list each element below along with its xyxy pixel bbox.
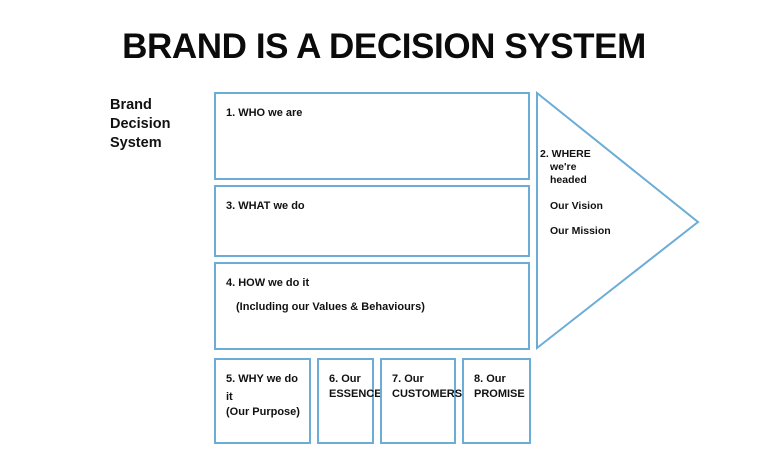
where-line-3: headed bbox=[550, 174, 587, 186]
brand-decision-system-label: Brand Decision System bbox=[110, 96, 210, 153]
box-who-label: 1. WHO we are bbox=[226, 107, 303, 119]
box-our-promise[interactable]: 8. Our PROMISE bbox=[462, 358, 531, 444]
box-what-we-do[interactable]: 3. WHAT we do bbox=[214, 185, 530, 257]
box-promise-label: 8. Our bbox=[474, 373, 506, 385]
box-promise-sublabel: PROMISE bbox=[474, 388, 525, 400]
our-vision-label: Our Vision bbox=[550, 200, 603, 212]
box-why-label: 5. WHY we do it bbox=[226, 373, 298, 403]
page-title: BRAND IS A DECISION SYSTEM bbox=[122, 27, 646, 66]
box-our-customers[interactable]: 7. Our CUSTOMERS bbox=[380, 358, 463, 444]
box-who-we-are[interactable]: 1. WHO we are bbox=[214, 92, 530, 180]
box-who-content: 1. WHO we are bbox=[226, 103, 520, 121]
box-customers-label: 7. Our bbox=[392, 373, 424, 385]
box-what-label: 3. WHAT we do bbox=[226, 200, 305, 212]
box-promise-content: 8. Our PROMISE bbox=[474, 369, 525, 401]
box-how-content: 4. HOW we do it (Including our Values & … bbox=[226, 273, 520, 314]
box-customers-content: 7. Our CUSTOMERS bbox=[392, 369, 463, 401]
box-customers-sublabel: CUSTOMERS bbox=[392, 388, 463, 400]
box-how-we-do-it[interactable]: 4. HOW we do it (Including our Values & … bbox=[214, 262, 530, 350]
box-our-essence[interactable]: 6. Our ESSENCE bbox=[317, 358, 382, 444]
box-why-sublabel: (Our Purpose) bbox=[226, 406, 300, 418]
box-essence-sublabel: ESSENCE bbox=[329, 388, 382, 400]
where-line-1: 2. WHERE bbox=[540, 148, 591, 160]
our-mission-label: Our Mission bbox=[550, 225, 611, 237]
where-headed-text-block: 2. WHERE we're headed Our Vision Our Mis… bbox=[540, 148, 650, 238]
box-essence-label: 6. Our bbox=[329, 373, 361, 385]
box-why-content: 5. WHY we do it (Our Purpose) bbox=[226, 369, 301, 419]
box-what-content: 3. WHAT we do bbox=[226, 196, 520, 214]
side-label-line-1: Brand bbox=[110, 97, 152, 113]
side-label-line-2: Decision bbox=[110, 116, 171, 132]
box-how-label: 4. HOW we do it bbox=[226, 277, 310, 289]
box-why-we-do-it[interactable]: 5. WHY we do it (Our Purpose) bbox=[214, 358, 311, 444]
side-label-line-3: System bbox=[110, 135, 162, 151]
box-how-sublabel: (Including our Values & Behaviours) bbox=[236, 301, 425, 313]
where-line-2: we're bbox=[550, 161, 577, 173]
box-essence-content: 6. Our ESSENCE bbox=[329, 369, 382, 401]
